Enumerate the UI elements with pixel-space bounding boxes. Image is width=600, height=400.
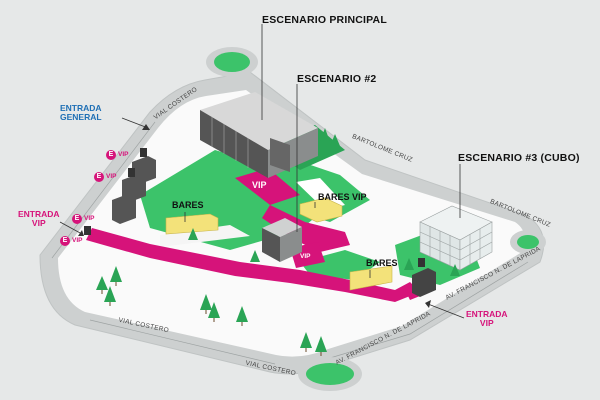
vip-area-top — [235, 168, 300, 205]
label-vip-zone: VIP — [252, 180, 267, 190]
label-entrada-vip-right: ENTRADA VIP — [466, 310, 508, 328]
entrada-vip-right-line1: ENTRADA — [466, 309, 508, 319]
leader-entrada-vip-right — [427, 303, 465, 319]
leader-entrada-general — [121, 117, 149, 129]
credential-vip-tag: VIP — [118, 151, 129, 158]
credential-e-icon: E — [72, 214, 82, 224]
roundabout-right-grass — [517, 235, 539, 249]
bar-block-vip — [299, 197, 343, 223]
vip-path-connector — [262, 205, 350, 252]
roundabout-top-grass — [214, 52, 250, 72]
credential-e-icon: E — [106, 150, 116, 160]
label-entrada-vip-left: ENTRADA VIP — [18, 210, 60, 228]
label-entrada-general: ENTRADA GENERAL — [60, 104, 102, 122]
cube-stage — [419, 205, 493, 271]
stage-two-roof — [262, 218, 302, 237]
credential-vip-tag: VIP — [72, 237, 83, 244]
label-bares-right: BARES — [366, 258, 398, 268]
leader-entrada-vip-left — [59, 221, 83, 235]
gate-building-right — [412, 268, 436, 297]
entrada-vip-left-line2: VIP — [31, 218, 46, 228]
label-bares-left: BARES — [172, 200, 204, 210]
trees — [96, 128, 460, 352]
label-bares-vip: BARES VIP — [318, 192, 367, 202]
entrada-general-line2: GENERAL — [60, 112, 102, 122]
bar-block-right — [349, 265, 393, 291]
bar-block-left — [165, 213, 219, 235]
label-escenario-dos: ESCENARIO #2 — [297, 73, 377, 85]
credential-vip-tag: VIP — [106, 173, 117, 180]
entrada-vip-right-line2: VIP — [479, 318, 494, 328]
credential-vip-tag: VIP — [84, 215, 95, 222]
label-escenario-principal: ESCENARIO PRINCIPAL — [262, 14, 387, 26]
stage-two-face — [262, 228, 280, 262]
credential-e-icon: E — [94, 172, 104, 182]
vip-path-main — [86, 228, 420, 302]
label-escenario-tres: ESCENARIO #3 (CUBO) — [458, 152, 580, 164]
main-stage-roof — [200, 92, 318, 150]
gate-building-3 — [132, 156, 156, 184]
label-vip-zone-small: VIP — [300, 253, 311, 260]
roundabout-bottom-grass — [306, 363, 354, 385]
credential-e-icon: E — [60, 236, 70, 246]
entrada-vip-left-line1: ENTRADA — [18, 209, 60, 219]
entrada-general-line1: ENTRADA — [60, 103, 102, 113]
main-stage-face — [200, 110, 268, 178]
